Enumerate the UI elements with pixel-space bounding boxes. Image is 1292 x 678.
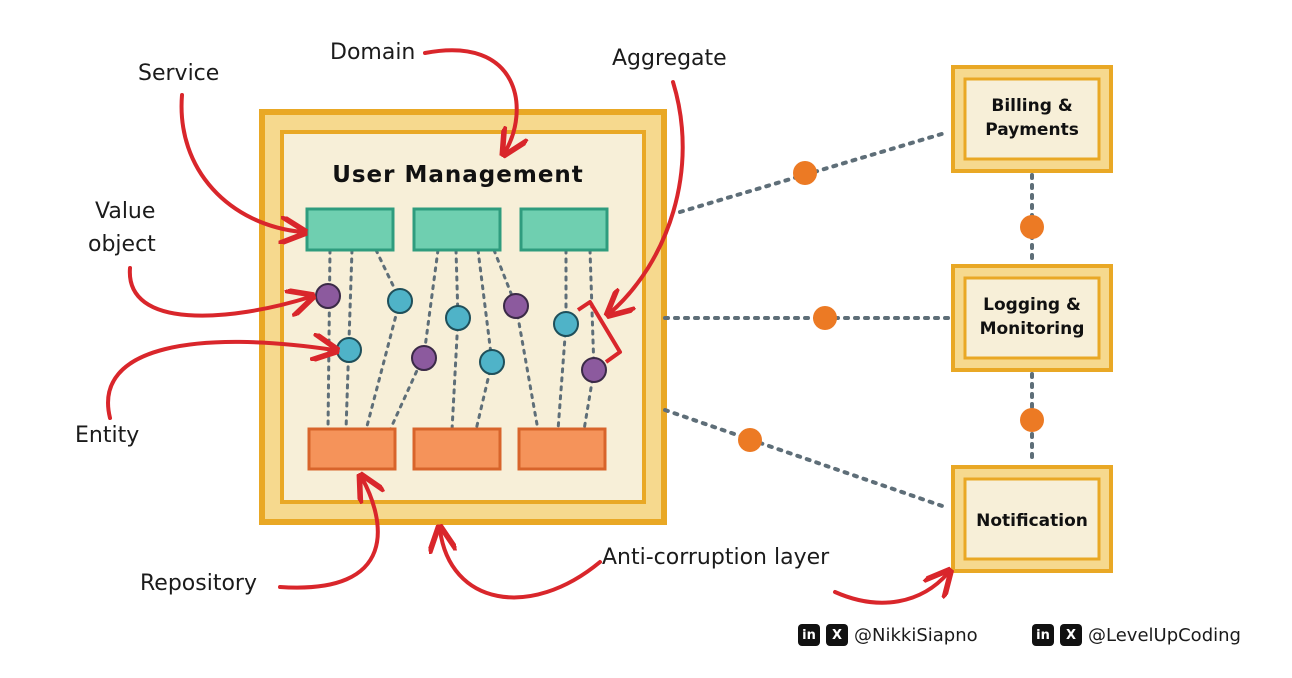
label-value-object-line2: object	[88, 232, 156, 257]
anti-corruption-arrow-left	[440, 530, 602, 600]
connector-dot	[738, 428, 762, 452]
connector-dot	[1020, 215, 1044, 239]
value-object-node	[315, 283, 341, 309]
context-name-line: Notification	[976, 511, 1088, 531]
context-name-line: Logging &	[983, 295, 1081, 315]
entity-node	[553, 311, 579, 337]
linkedin-icon[interactable]: in	[1032, 624, 1054, 646]
repository-box	[412, 427, 502, 471]
label-anti-corruption-layer: Anti-corruption layer	[602, 545, 830, 570]
label-aggregate: Aggregate	[612, 46, 727, 71]
value-object-arrow	[127, 266, 310, 318]
connector-dot	[1020, 408, 1044, 432]
entity-node	[479, 349, 505, 375]
service-box	[305, 207, 395, 252]
context-notification: Notification	[951, 465, 1113, 573]
entity-node	[445, 305, 471, 331]
context-logging-monitoring: Logging & Monitoring	[951, 264, 1113, 372]
annotation-arrows	[106, 48, 948, 605]
credit-handle[interactable]: @LevelUpCoding	[1088, 624, 1241, 646]
context-name-line: Billing &	[991, 96, 1072, 116]
context-name-line: Monitoring	[980, 319, 1085, 339]
context-name-line: Payments	[985, 120, 1079, 140]
service-box	[519, 207, 609, 252]
label-repository: Repository	[140, 571, 257, 596]
service-box	[412, 207, 502, 252]
label-domain: Domain	[330, 40, 415, 65]
context-title: User Management	[332, 162, 584, 188]
value-object-node	[581, 357, 607, 383]
linkedin-icon[interactable]: in	[798, 624, 820, 646]
credit-levelupcoding: in X @LevelUpCoding	[1032, 624, 1241, 646]
aggregate-bracket	[576, 300, 622, 364]
repository-box	[307, 427, 397, 471]
label-entity: Entity	[75, 423, 139, 448]
credit-nikki: in X @NikkiSiapno	[798, 624, 978, 646]
value-object-node	[503, 293, 529, 319]
connector-dot	[793, 161, 817, 185]
entity-node	[336, 337, 362, 363]
label-value-object-line1: Value	[95, 199, 155, 224]
connector-dot	[813, 306, 837, 330]
value-object-node	[411, 345, 437, 371]
domain-arrow	[423, 48, 517, 152]
repository-box	[517, 427, 607, 471]
credit-handle[interactable]: @NikkiSiapno	[854, 624, 978, 646]
entity-node	[387, 288, 413, 314]
aggregate-arrow	[610, 80, 685, 313]
context-billing-payments: Billing & Payments	[951, 65, 1113, 173]
label-service: Service	[138, 61, 219, 86]
entity-arrow	[106, 342, 334, 420]
service-arrow	[179, 93, 302, 232]
repository-arrow	[278, 478, 378, 590]
user-management-context: User Management	[259, 109, 667, 525]
x-icon[interactable]: X	[1060, 624, 1082, 646]
x-icon[interactable]: X	[826, 624, 848, 646]
anti-corruption-arrow-right	[833, 573, 948, 605]
